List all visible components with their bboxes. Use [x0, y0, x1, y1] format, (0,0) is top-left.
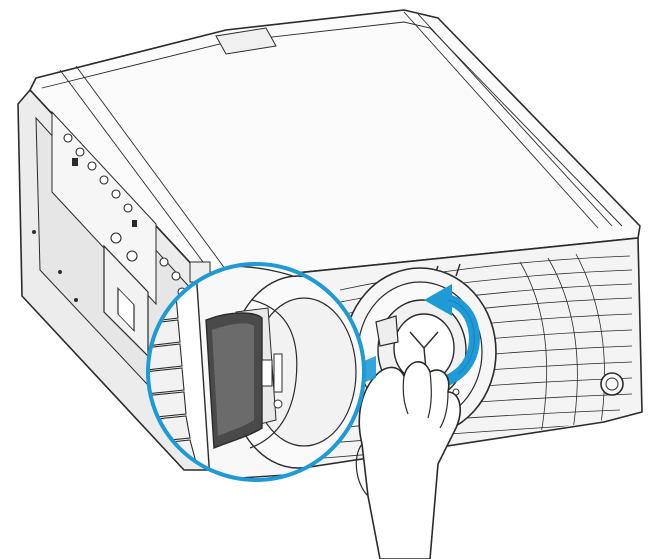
top-vent — [215, 27, 277, 55]
connector-ports — [63, 133, 187, 297]
lens-flange-tab — [375, 315, 399, 347]
magnified-detail-callout — [146, 262, 366, 482]
hand-gripping-lens — [355, 361, 461, 559]
front-adjuster-knob — [600, 372, 624, 396]
